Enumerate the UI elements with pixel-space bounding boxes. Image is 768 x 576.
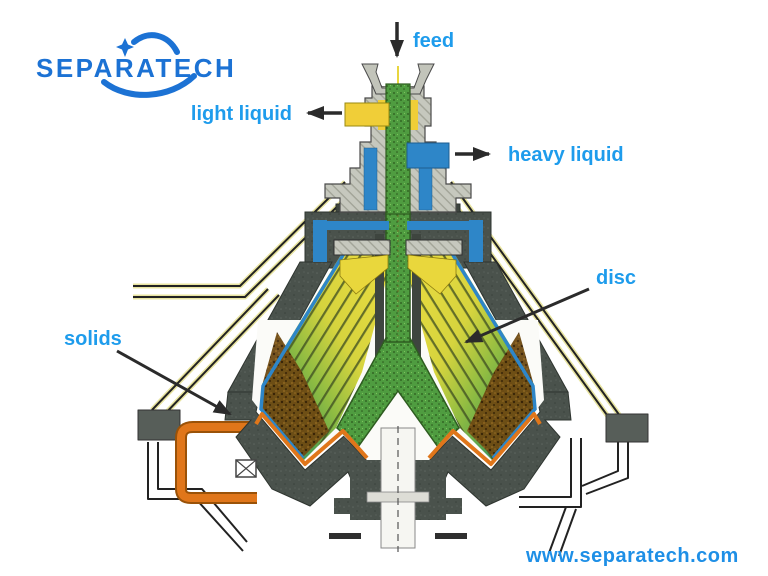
feed-funnel [361, 63, 435, 95]
disc-arrow [464, 287, 590, 344]
feed-label: feed [413, 30, 454, 52]
frame-anchor-block-right [605, 413, 649, 443]
solids-path-right [427, 412, 542, 466]
heavy-liquid-outlet-pipe [406, 142, 450, 169]
logo-text: SEPARATECH [36, 53, 236, 83]
paring-disc-left [333, 239, 391, 256]
logo-star-icon [116, 38, 134, 57]
callout-labels: feed light liquid heavy liquid disc soli… [64, 30, 636, 350]
section-marker-box [235, 459, 257, 478]
bowl-liner-right [443, 241, 537, 460]
logo-swoosh-bottom [101, 73, 197, 98]
logo: SEPARATECH [36, 32, 236, 98]
frame-anchor-block-left [137, 409, 181, 441]
bowl-hub-details [313, 220, 483, 295]
light-liquid-outlet-pipe [344, 102, 390, 127]
paring-disc-right [405, 239, 463, 256]
solids-label: solids [64, 328, 122, 350]
inlet-outlet-column [324, 63, 472, 215]
solids-arrow [116, 349, 232, 416]
solids-discharge-chute [175, 421, 257, 504]
light-phase-channel-left [339, 254, 389, 295]
feed-tube-upper [385, 83, 411, 215]
disc-stack [259, 240, 537, 460]
website-url: www.separatech.com [525, 545, 739, 567]
disc-label: disc [596, 267, 636, 289]
heavy-liquid-label: heavy liquid [508, 144, 624, 166]
logo-swoosh-top [131, 32, 180, 55]
light-liquid-label: light liquid [191, 103, 292, 125]
solids-path-left [254, 412, 369, 466]
spindle-assembly [235, 412, 542, 552]
light-phase-channel-right [407, 254, 457, 295]
callout-arrows [116, 22, 590, 416]
bowl-liner-left [259, 241, 353, 460]
